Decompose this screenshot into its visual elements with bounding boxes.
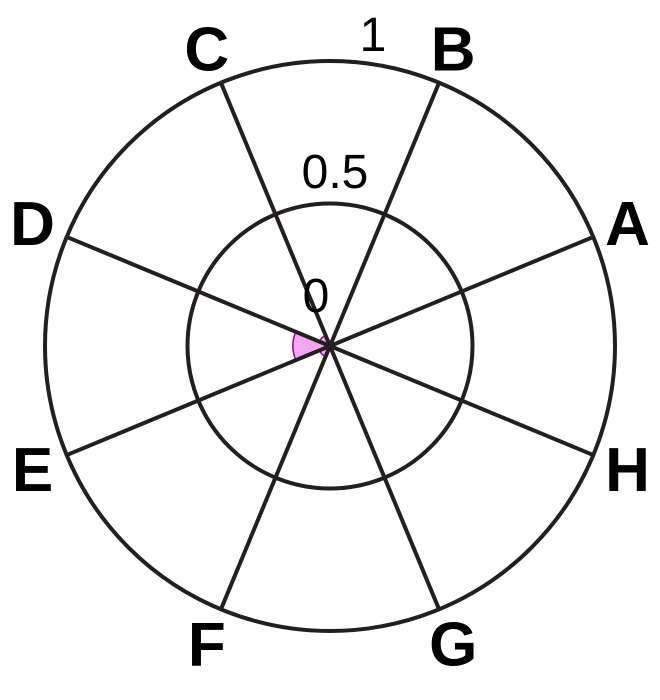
spoke-line-4 — [64, 234, 332, 348]
category-label-b: B — [431, 16, 476, 85]
category-label-e: E — [12, 436, 53, 505]
spoke-line-5 — [64, 344, 332, 458]
category-label-a: A — [605, 190, 650, 259]
category-label-f: F — [188, 611, 226, 680]
outer-ring — [43, 59, 617, 633]
spoke-layer — [64, 80, 596, 612]
inner-ring — [185, 201, 475, 491]
category-label-h: H — [605, 436, 650, 505]
category-label-c: C — [184, 16, 229, 85]
grid-layer — [43, 59, 617, 633]
spoke-line-2 — [328, 80, 442, 348]
radial-tick-label-0: 0 — [303, 270, 330, 323]
spoke-line-8 — [328, 344, 596, 458]
category-label-d: D — [10, 190, 55, 259]
label-layer: 0 0.5 1 A B C D E F G H — [10, 9, 650, 680]
spoke-line-3 — [218, 80, 332, 348]
radial-tick-label-0.5: 0.5 — [302, 146, 369, 199]
spoke-line-1 — [328, 234, 596, 348]
radial-tick-label-1: 1 — [360, 9, 387, 62]
spoke-line-6 — [218, 344, 332, 612]
category-label-g: G — [429, 611, 477, 680]
spoke-line-7 — [328, 344, 442, 612]
